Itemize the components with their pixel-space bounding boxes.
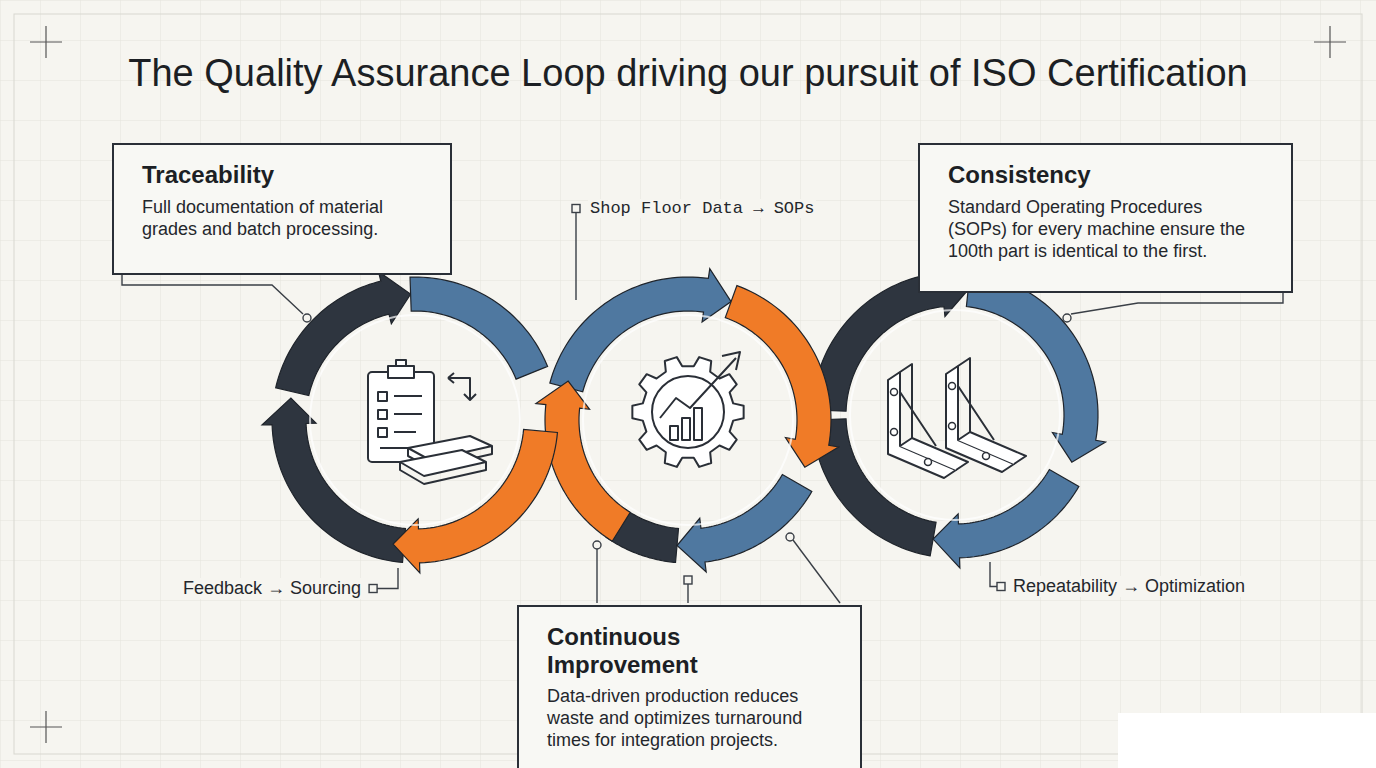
leader-line bbox=[990, 562, 997, 587]
diagram-title: The Quality Assurance Loop driving our p… bbox=[0, 52, 1376, 95]
bar-chart-icon bbox=[670, 408, 702, 440]
leader-marker bbox=[997, 583, 1005, 591]
leader-dot bbox=[593, 541, 601, 549]
bracket-hole bbox=[891, 389, 898, 396]
bracket-hole bbox=[891, 429, 898, 436]
leader-line bbox=[232, 285, 303, 314]
callout-box: Continuous ImprovementData-driven produc… bbox=[517, 605, 862, 768]
callout-tail bbox=[122, 275, 232, 285]
loop-rings bbox=[262, 263, 1106, 573]
plate-edge bbox=[400, 462, 486, 484]
trend-line-icon bbox=[660, 358, 736, 418]
loop-label: Feedback → Sourcing bbox=[181, 578, 363, 599]
leader-line bbox=[377, 568, 398, 589]
leader-line bbox=[793, 540, 840, 603]
loop-arrow bbox=[966, 273, 1105, 462]
leader-line bbox=[575, 213, 576, 301]
loop-arrow bbox=[725, 286, 838, 468]
loop-arrow bbox=[933, 470, 1079, 568]
leader-marker bbox=[572, 205, 580, 213]
bracket-hole bbox=[949, 423, 956, 430]
swap-arrow-icon bbox=[448, 373, 476, 400]
bracket-hole bbox=[983, 453, 990, 460]
callout-box: ConsistencyStandard Operating Procedures… bbox=[918, 143, 1293, 293]
leader-dot bbox=[786, 533, 794, 541]
gear-hub bbox=[652, 376, 724, 448]
bracket-hole bbox=[925, 459, 932, 466]
loop-arrow bbox=[393, 430, 557, 573]
bracket-gusset bbox=[900, 364, 936, 446]
callout-heading: Consistency bbox=[948, 161, 1265, 189]
loop-label: Shop Floor Data → SOPs bbox=[588, 199, 816, 218]
ring-inner-edge bbox=[850, 310, 1060, 520]
loop-label: Repeatability → Optimization bbox=[1011, 576, 1247, 597]
callout-heading: Traceability bbox=[142, 161, 424, 189]
trend-arrow-icon bbox=[722, 352, 740, 370]
corner-patch bbox=[1118, 713, 1376, 768]
callout-body: Data-driven production reduces waste and… bbox=[547, 686, 834, 752]
callout-heading: Continuous Improvement bbox=[547, 623, 834, 678]
leader-line bbox=[596, 549, 597, 603]
leader-line bbox=[1071, 303, 1233, 314]
callout-body: Standard Operating Procedures (SOPs) for… bbox=[948, 197, 1265, 263]
checkbox-icon bbox=[378, 392, 387, 437]
leader-line bbox=[687, 584, 688, 603]
ring-inner-edge bbox=[583, 315, 793, 525]
gear-icon bbox=[632, 357, 743, 467]
icons bbox=[368, 352, 1026, 484]
leader-dot bbox=[303, 314, 311, 322]
text-lines-icon bbox=[380, 396, 422, 448]
loop-arrow bbox=[410, 277, 548, 379]
clipboard-clip bbox=[388, 360, 414, 378]
bracket-hole bbox=[949, 383, 956, 390]
ring-inner-edge bbox=[310, 315, 520, 525]
leader-dot bbox=[1063, 314, 1071, 322]
bracket-gusset bbox=[958, 358, 994, 440]
callout-body: Full documentation of material grades an… bbox=[142, 197, 424, 241]
callout-box: TraceabilityFull documentation of materi… bbox=[112, 143, 452, 275]
callout-tail bbox=[1233, 293, 1283, 303]
loop-arrow bbox=[677, 475, 812, 572]
leader-marker bbox=[369, 585, 377, 593]
leader-marker bbox=[684, 576, 692, 584]
